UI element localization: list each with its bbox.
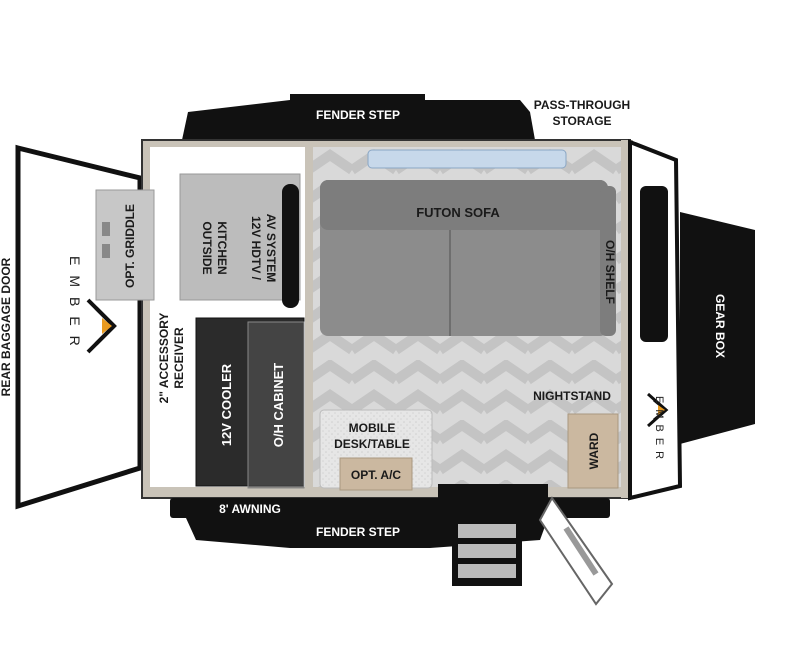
opt-ac-unit (339, 457, 413, 491)
ember-logo-front-text: EMBER (653, 396, 665, 465)
fender-step-bottom (290, 512, 426, 548)
mobile-desk-label-2: DESK/TABLE (334, 437, 410, 451)
interior-partition (305, 147, 313, 487)
oh-cabinet-overlay (247, 321, 305, 489)
ember-logo-rear-text: EMBER (67, 256, 83, 356)
pass-through-label-1: PASS-THROUGH (534, 98, 630, 112)
mobile-desk-label-1: MOBILE (349, 421, 396, 435)
outside-kitchen-label-2: KITCHEN (215, 221, 229, 274)
entry-door[interactable] (538, 496, 614, 606)
entry-steps[interactable] (452, 518, 522, 586)
awning-label: 8' AWNING (219, 502, 281, 516)
ward-label: WARD (587, 432, 601, 469)
fender-step-top (290, 94, 425, 134)
opt-ac-label: OPT. A/C (351, 468, 402, 482)
front-window (640, 186, 668, 342)
accessory-receiver-label-1: 2" ACCESSORY (157, 313, 171, 404)
fender-step-bottom-label: FENDER STEP (316, 525, 400, 539)
futon-sofa-label: FUTON SOFA (416, 205, 500, 220)
entry-threshold (438, 484, 548, 498)
griddle-knob-2 (102, 244, 110, 258)
futon-back (320, 180, 608, 230)
accessory-receiver-label-2: RECEIVER (172, 327, 186, 389)
gear-box-label: GEAR BOX (713, 294, 727, 358)
opt-griddle-label: OPT. GRIDDLE (123, 204, 137, 288)
pass-through-label-2: STORAGE (552, 114, 611, 128)
hdtv-av-system (282, 184, 299, 308)
cooler-label: 12V COOLER (219, 363, 234, 446)
gear-box[interactable] (680, 212, 755, 444)
oh-shelf-label: O/H SHELF (603, 240, 617, 304)
entry-door-window (563, 526, 599, 576)
nightstand-label: NIGHTSTAND (533, 389, 611, 403)
griddle-knob-1 (102, 222, 110, 236)
fender-step-top-label: FENDER STEP (316, 108, 400, 122)
outside-kitchen-label-1: OUTSIDE (200, 221, 214, 274)
ember-logo-front: EMBER (647, 392, 669, 465)
wardrobe[interactable] (567, 413, 619, 489)
ember-logo-rear: EMBER (67, 256, 117, 356)
outside-kitchen-counter (179, 173, 301, 301)
awning (170, 498, 610, 518)
hdtv-label-1: 12V HDTV / (249, 216, 263, 281)
hdtv-label-2: AV SYSTEM (264, 214, 278, 282)
skylight-window (367, 149, 567, 169)
futon-arm (600, 186, 616, 336)
rear-baggage-door-label: REAR BAGGAGE DOOR (0, 257, 13, 396)
oh-cabinet-label: O/H CABINET (271, 363, 286, 448)
